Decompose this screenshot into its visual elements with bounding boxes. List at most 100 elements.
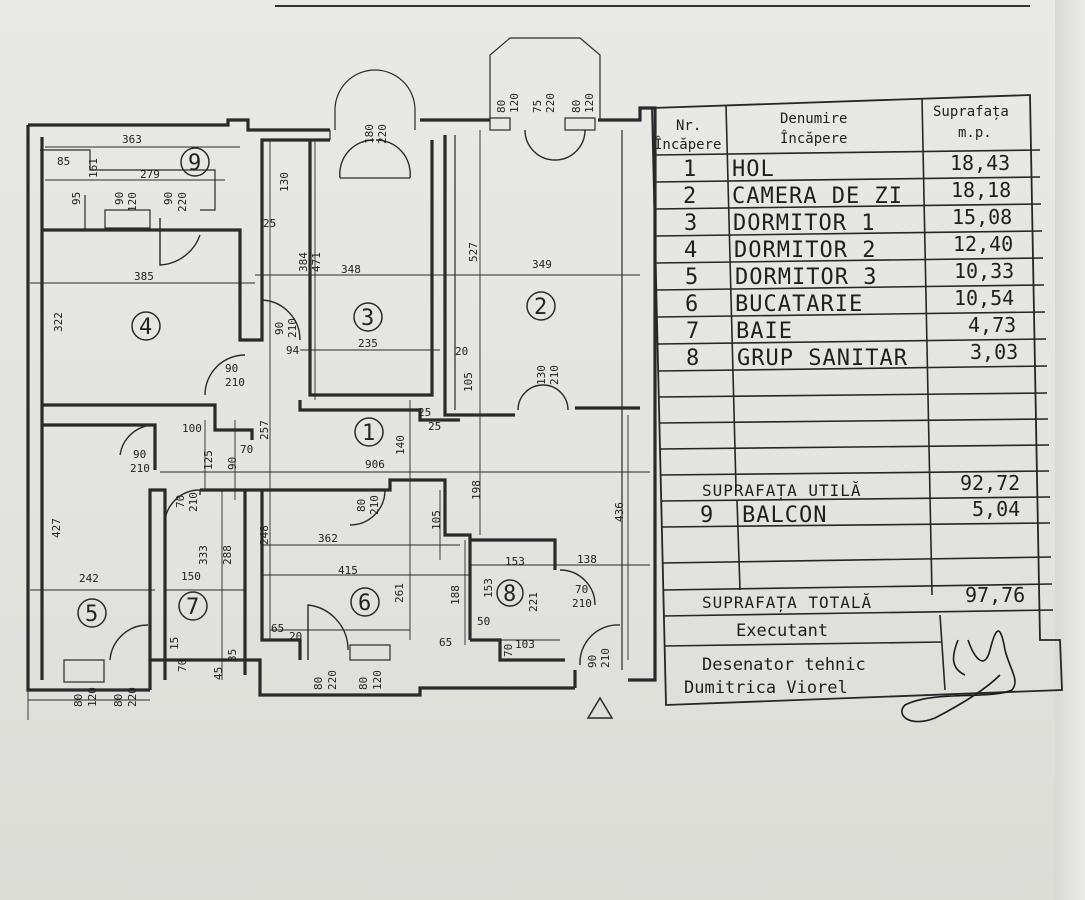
total-area-label: SUPRAFAȚA TOTALĂ [702,593,872,612]
dim-label: 25 [428,420,441,433]
room-nr: 3 [684,211,698,236]
drafter-label: Desenator tehnic [702,655,866,675]
legend-row: 1 HOL 18,43 [683,151,1010,182]
dim-label: 20 [455,345,468,358]
room-nr: 8 [686,346,700,371]
bay-windows [334,37,601,179]
legend-row: 5 DORMITOR 3 10,33 [685,259,1014,290]
balcony-area: 5,04 [972,497,1020,521]
room-name: DORMITOR 2 [734,238,876,263]
legend-row: 4 DORMITOR 2 12,40 [684,232,1013,263]
header-area: Suprafața [933,104,1009,120]
legend-row: 6 BUCATARIE 10,54 [685,286,1014,317]
dim-label: 65 [439,636,452,649]
dim-label: 94 [286,344,300,357]
drafter-name: Dumitrica Viorel [684,678,848,698]
dim-label: 220 [176,192,189,212]
dim-label: 471 [310,252,323,272]
dim-label: 138 [577,553,597,566]
legend-row: 3 DORMITOR 1 15,08 [684,205,1012,236]
dim-label: 210 [130,462,150,475]
dim-label: 220 [326,670,339,690]
dim-label: 80 [355,499,368,512]
dim-label: 120 [126,192,139,212]
dim-label: 527 [467,242,480,262]
walls [26,106,657,697]
dim-label: 45 [212,667,225,680]
room-name: DORMITOR 3 [735,265,877,290]
dim-label: 35 [226,649,239,662]
sheet-top-line [275,5,1030,7]
dim-label: 210 [286,318,299,338]
room-name: HOL [732,157,775,182]
dim-label: 80 [112,694,125,707]
legend-row: 7 BAIE 4,73 [686,313,1016,344]
room-number-2: 2 [534,295,547,320]
dim-label: 130 [278,172,291,192]
dim-label: 153 [482,578,495,598]
dim-label: 140 [394,435,407,455]
room-number-8: 8 [503,582,516,607]
dim-label: 220 [376,124,389,144]
dim-label: 288 [221,545,234,565]
dim-label: 322 [52,312,65,332]
dimension-lines [27,130,650,720]
dim-label: 20 [289,630,302,643]
dim-label: 80 [357,677,370,690]
room-area: 12,40 [953,232,1013,256]
dim-label: 80 [570,100,583,113]
dim-label: 333 [197,545,210,565]
dim-label: 210 [548,365,561,385]
dim-label: 50 [477,615,490,628]
room-name: DORMITOR 1 [733,211,875,236]
dim-label: 384 [297,252,310,272]
door-swings [63,209,621,683]
dim-label: 80 [72,694,85,707]
dim-label: 25 [263,217,276,230]
dim-label: 120 [371,670,384,690]
dim-label: 90 [226,457,239,470]
dim-label: 362 [318,532,338,545]
room-area: 10,33 [954,259,1014,283]
dim-label: 70 [176,659,189,672]
header-name: Încăpere [780,129,847,147]
dim-label: 348 [341,263,361,276]
room-area: 15,08 [952,205,1012,229]
dim-label: 120 [508,93,521,113]
room-nr: 1 [683,157,697,182]
dim-label: 235 [358,337,378,350]
dim-label: 90 [162,192,175,205]
dim-label: 100 [182,422,202,435]
room-name: BUCATARIE [735,292,863,317]
dim-label: 90 [113,192,126,205]
room-labels: 1 2 3 4 5 6 7 8 9 [77,147,556,628]
dim-label: 70 [240,443,253,456]
room-number-3: 3 [361,306,374,331]
dim-label: 385 [134,270,154,283]
room-nr: 2 [683,184,697,209]
header-nr: Nr. [676,118,701,134]
dim-label: 210 [572,597,592,610]
executant-label: Executant [736,621,828,641]
dimension-labels: 363 85 279 385 348 349 94 235 20 90 210 … [57,133,597,651]
dim-label: 363 [122,133,142,146]
room-number-5: 5 [85,602,98,627]
dim-label: 188 [449,585,462,605]
room-area: 3,03 [970,340,1018,364]
dim-label: 198 [470,480,483,500]
room-nr: 5 [685,265,699,290]
balcony-name: BALCON [742,503,827,528]
dim-label: 220 [126,687,139,707]
dim-label: 150 [181,570,201,583]
dim-label: 125 [202,450,215,470]
dim-label: 90 [133,448,146,461]
room-nr: 4 [684,238,698,263]
dim-label: 257 [258,420,271,440]
dim-label: 261 [393,583,406,603]
total-area-value: 97,76 [965,583,1025,607]
room-area: 4,73 [968,313,1016,337]
dim-label: 95 [70,192,83,205]
header-nr: Încăpere [654,135,721,153]
dim-label: 70 [174,495,187,508]
